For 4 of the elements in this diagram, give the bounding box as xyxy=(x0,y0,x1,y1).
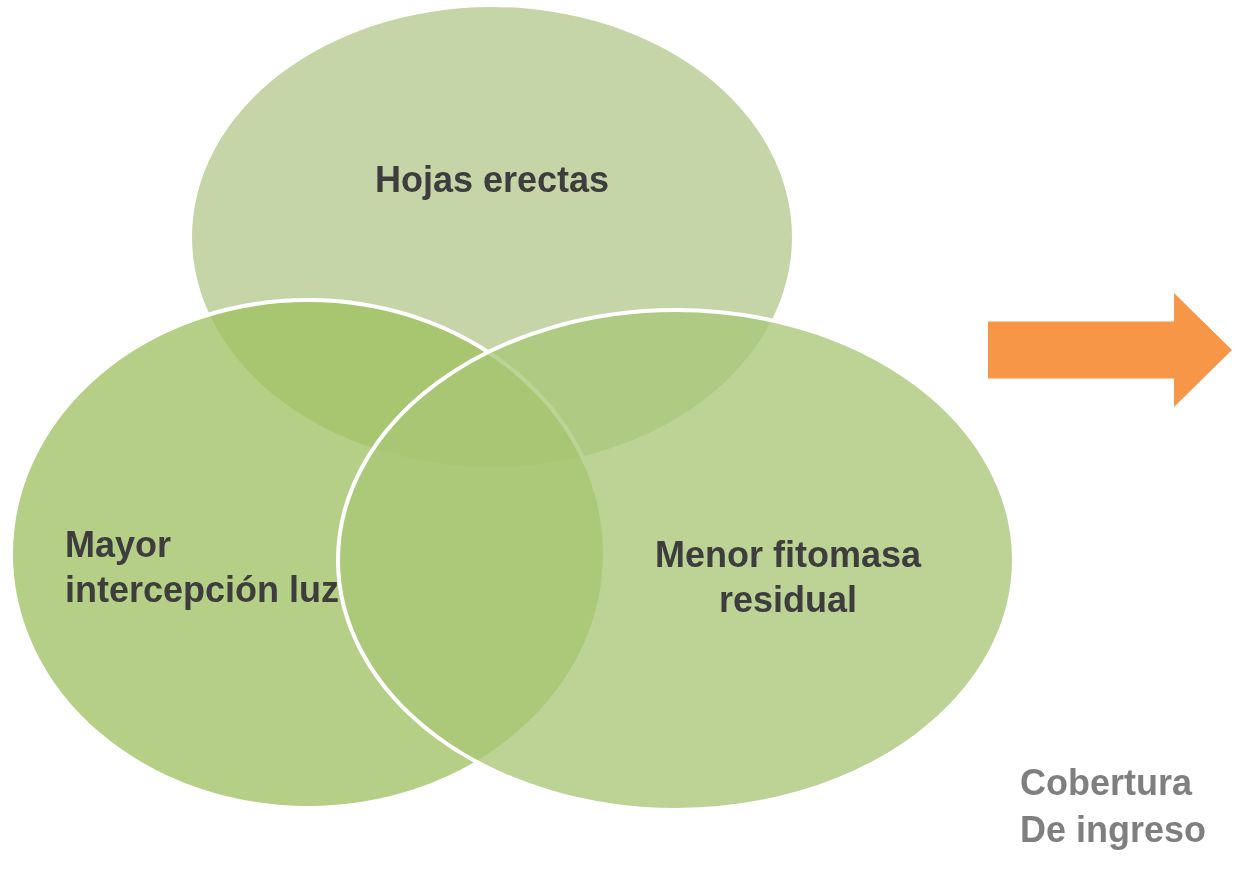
result-text: Cobertura De ingreso xyxy=(1020,761,1208,852)
set-label: Menor fitomasa residual xyxy=(653,533,923,622)
set-label: Hojas erectas xyxy=(373,158,611,202)
set-label: Mayor intercepción luz xyxy=(65,523,341,612)
